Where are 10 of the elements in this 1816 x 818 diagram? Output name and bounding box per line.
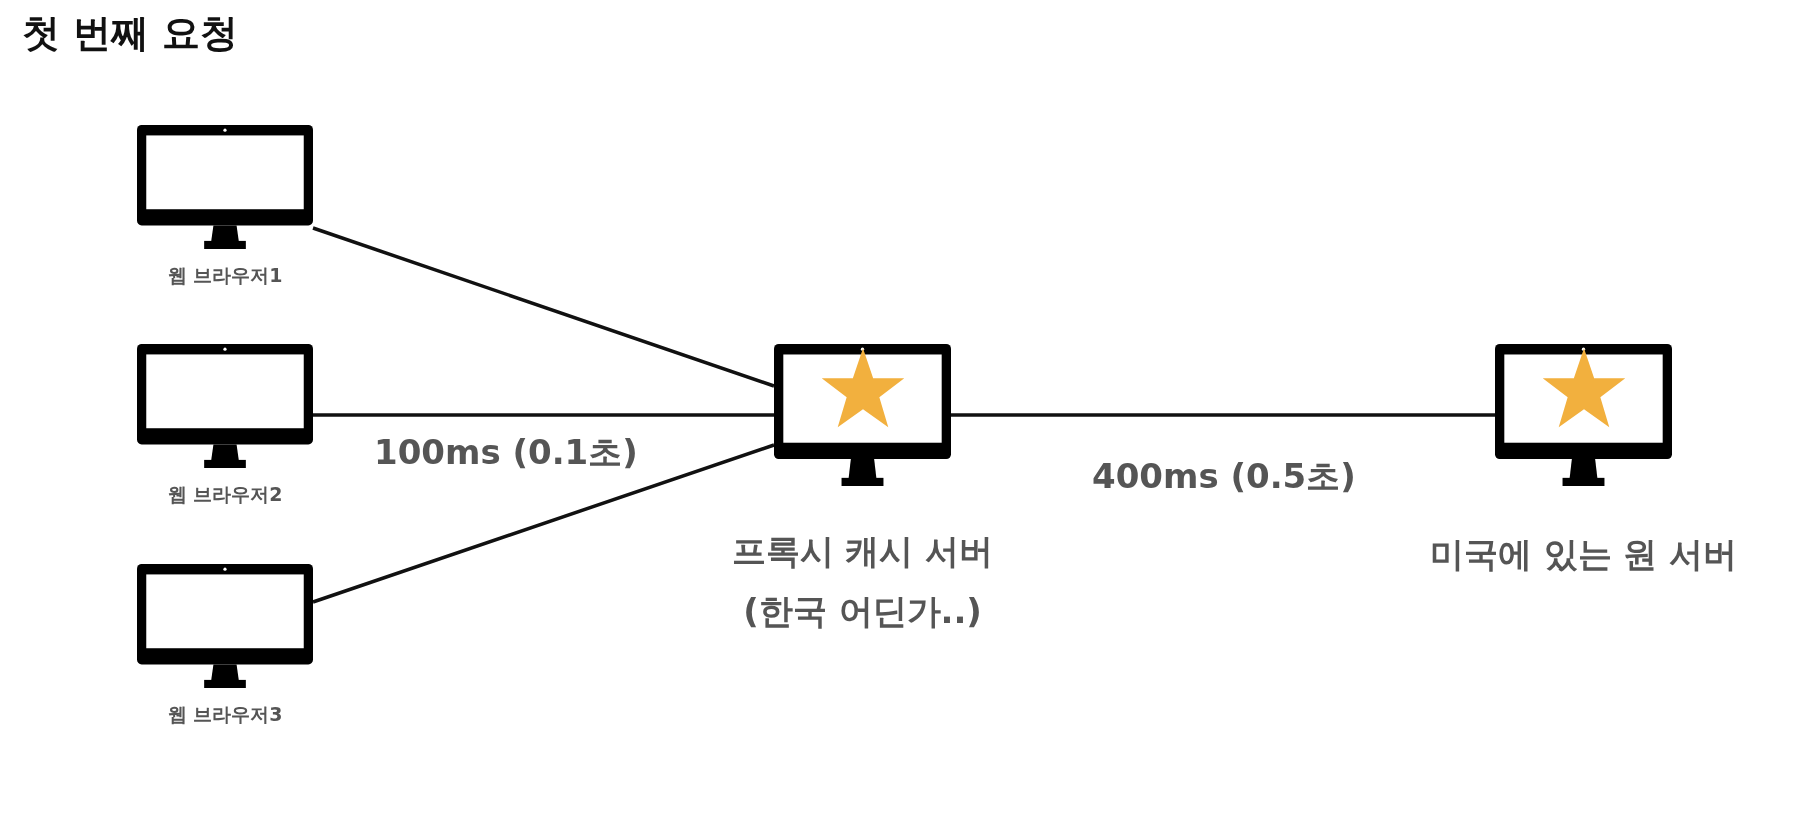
node-label: 웹 브라우저1 [167,263,283,288]
node-label: 미국에 있는 원 서버 [1429,533,1738,576]
diagram-title: 첫 번째 요청 [22,10,239,57]
node-label: 프록시 캐시 서버 (한국 어딘가..) [730,530,995,633]
connector-line [312,443,775,604]
connector-line [312,226,775,388]
node-label: 웹 브라우저3 [167,702,283,727]
connector-line [951,413,1495,417]
connector-line [313,413,774,417]
node-label: 웹 브라우저2 [167,482,283,507]
